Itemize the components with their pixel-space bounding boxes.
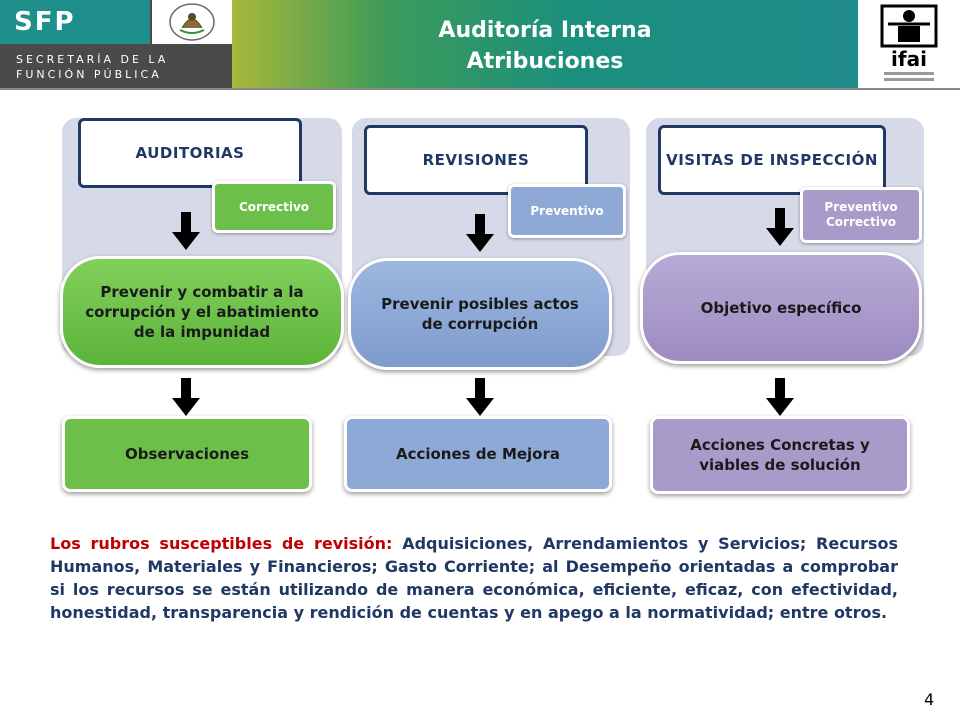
sfp-logo-band: SFP [0, 0, 150, 44]
tag-preventivo-correctivo: Preventivo Correctivo [800, 187, 922, 243]
ifai-logo: ifai [858, 0, 960, 88]
page-subtitle: Atribuciones [466, 49, 624, 74]
arrow-down-icon [172, 378, 200, 416]
arrow-down-icon [466, 378, 494, 416]
page-number: 4 [924, 690, 935, 709]
ifai-logo-icon: ifai [880, 4, 938, 81]
sfp-logo: SFP SECRETARÍA DE LA FUNCIÓN PÚBLICA [0, 0, 232, 88]
mexico-seal-icon [152, 0, 232, 44]
result-observaciones: Observaciones [62, 416, 312, 492]
sfp-logo-line1: SECRETARÍA DE LA [16, 53, 169, 66]
scope-paragraph-body: Adquisiciones, Arrendamientos y Servicio… [50, 534, 899, 622]
tag-correctivo: Correctivo [212, 181, 336, 233]
result-acciones-de-mejora: Acciones de Mejora [344, 416, 612, 492]
heading-visitas-de-inspeccion: VISITAS DE INSPECCIÓN [658, 125, 886, 195]
header-divider [0, 88, 960, 90]
objective-revisiones: Prevenir posibles actos de corrupción [348, 258, 612, 370]
scope-paragraph: Los rubros susceptibles de revisión: Adq… [50, 532, 898, 624]
sfp-logo-text: SFP [14, 7, 76, 37]
tag-preventivo: Preventivo [508, 184, 626, 238]
page-title: Auditoría Interna [438, 18, 652, 43]
heading-revisiones: REVISIONES [364, 125, 588, 195]
scope-paragraph-lead: Los rubros susceptibles de revisión: [50, 534, 393, 553]
title-banner: Auditoría Interna Atribuciones [232, 0, 858, 88]
header: SFP SECRETARÍA DE LA FUNCIÓN PÚBLICA Aud… [0, 0, 960, 90]
objective-auditorias: Prevenir y combatir a la corrupción y el… [60, 256, 344, 368]
arrow-down-icon [766, 208, 794, 246]
arrow-down-icon [766, 378, 794, 416]
result-acciones-concretas: Acciones Concretas y viables de solución [650, 416, 910, 494]
heading-auditorias: AUDITORIAS [78, 118, 302, 188]
sfp-logo-line2: FUNCIÓN PÚBLICA [16, 68, 162, 81]
arrow-down-icon [466, 214, 494, 252]
arrow-down-icon [172, 212, 200, 250]
ifai-logo-text: ifai [891, 47, 927, 71]
objective-visitas: Objetivo específico [640, 252, 922, 364]
